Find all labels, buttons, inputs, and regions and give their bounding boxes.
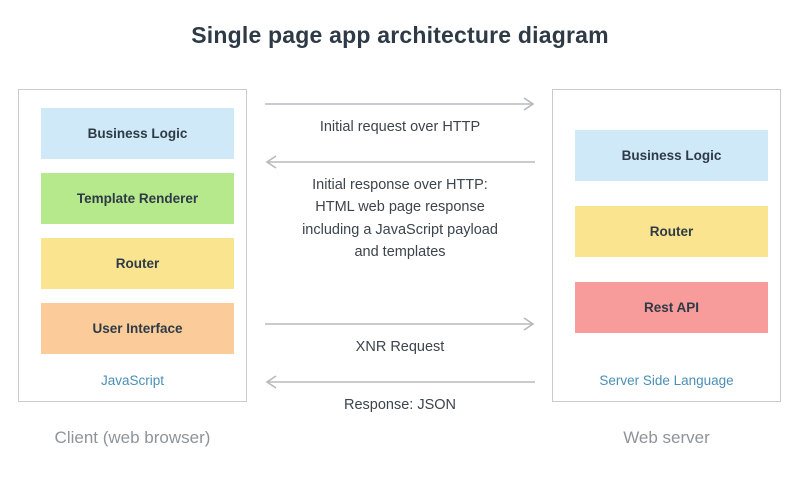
arrow-left-icon — [265, 375, 535, 389]
flow-label-initial-request: Initial request over HTTP — [319, 119, 481, 135]
client-caption: Client (web browser) — [54, 428, 211, 447]
flow-json-response: Response: JSON — [265, 375, 535, 416]
flow-xnr-request: XNR Request — [265, 317, 535, 358]
client-component-router[interactable]: Router — [41, 238, 234, 289]
server-component-rest-api[interactable]: Rest API — [575, 282, 768, 333]
flow-label-initial-response: Initial response over HTTP: HTML web pag… — [302, 177, 498, 261]
flow-label-json-response: Response: JSON — [343, 397, 457, 413]
client-footer-label: JavaScript — [100, 373, 165, 388]
arrow-left-icon — [265, 155, 535, 169]
arrow-right-icon — [265, 97, 535, 111]
server-panel: Business Logic Router Rest API Server Si… — [552, 89, 781, 402]
client-component-template-renderer[interactable]: Template Renderer — [41, 173, 234, 224]
page-title: Single page app architecture diagram — [191, 22, 609, 48]
flow-initial-response: Initial response over HTTP: HTML web pag… — [265, 155, 535, 264]
server-caption: Web server — [623, 428, 710, 447]
server-component-router[interactable]: Router — [575, 206, 768, 257]
client-component-user-interface[interactable]: User Interface — [41, 303, 234, 354]
flow-label-xnr-request: XNR Request — [355, 339, 445, 355]
flow-initial-request: Initial request over HTTP — [265, 97, 535, 138]
arrow-right-icon — [265, 317, 535, 331]
server-component-business-logic[interactable]: Business Logic — [575, 130, 768, 181]
client-component-business-logic[interactable]: Business Logic — [41, 108, 234, 159]
server-footer-label: Server Side Language — [599, 373, 734, 388]
client-panel: Business Logic Template Renderer Router … — [18, 89, 247, 402]
